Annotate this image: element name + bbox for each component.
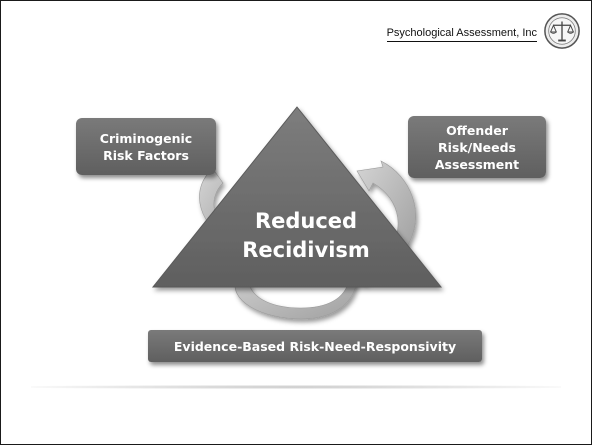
center-line-2: Recidivism: [242, 238, 370, 262]
reduced-recidivism-label: Reduced Recidivism: [216, 207, 396, 265]
offender-risk-needs-assessment-box: Offender Risk/Needs Assessment: [408, 116, 546, 178]
company-name: Psychological Assessment, Inc: [386, 27, 537, 42]
header: Psychological Assessment, Inc: [386, 9, 581, 53]
center-line-1: Reduced: [254, 209, 358, 233]
floor-shadow: [31, 385, 561, 389]
evidence-based-rnr-box: Evidence-Based Risk-Need-Responsivity: [148, 330, 482, 362]
bottom-box-label: Evidence-Based Risk-Need-Responsivity: [173, 338, 457, 354]
right-box-line-1: Offender: [446, 122, 508, 138]
center-triangle: [151, 106, 443, 288]
left-box-line-1: Criminogenic: [99, 130, 193, 146]
right-box-line-3: Assessment: [434, 156, 520, 172]
left-box-line-2: Risk Factors: [103, 147, 189, 163]
right-box-line-2: Risk/Needs: [437, 139, 517, 155]
scales-of-justice-icon: [544, 13, 580, 49]
criminogenic-risk-factors-box: Criminogenic Risk Factors: [76, 118, 216, 175]
